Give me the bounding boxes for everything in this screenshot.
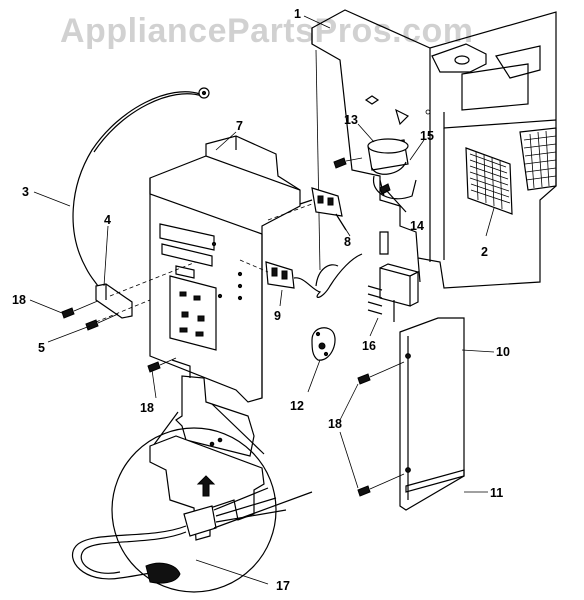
screw-part-5 — [85, 313, 119, 331]
callout-11: 11 — [490, 486, 503, 500]
callout-17: 17 — [276, 579, 290, 593]
screw-left-of-capacitor — [333, 157, 363, 169]
screw-part-18-cover-bottom — [357, 473, 405, 497]
capacitor-part-13 — [367, 138, 409, 175]
callout-4: 4 — [104, 213, 111, 227]
switch-part-9 — [265, 253, 363, 298]
callout-18-bottom: 18 — [140, 401, 154, 415]
power-cord-part-17 — [71, 487, 313, 585]
ground-wire-part-3 — [72, 87, 210, 291]
watermark: AppliancePartsPros.com — [60, 12, 474, 50]
callout-labels: 1 2 3 4 5 7 8 9 10 11 12 13 14 15 16 17 … — [12, 7, 510, 593]
callout-18-cover: 18 — [328, 417, 342, 431]
assembly-guide-lines — [95, 203, 313, 323]
callout-9: 9 — [274, 309, 281, 323]
screw-part-14 — [379, 183, 407, 213]
callout-13: 13 — [344, 113, 358, 127]
callout-12: 12 — [290, 399, 304, 413]
callout-8: 8 — [344, 235, 351, 249]
callout-7: 7 — [236, 119, 243, 133]
gasket-part-11 — [405, 469, 465, 493]
screw-part-18-bottom — [147, 357, 177, 373]
screen-panel-part-2 — [465, 147, 513, 237]
detail-callout-bubble — [71, 375, 313, 593]
callout-10: 10 — [496, 345, 510, 359]
cam-part-12 — [307, 327, 336, 393]
grille-mesh — [519, 127, 557, 191]
side-cover-part-10 — [399, 317, 465, 511]
callout-14: 14 — [410, 219, 424, 233]
rear-housing-part-1 — [311, 9, 557, 289]
screw-part-18-left — [61, 299, 101, 319]
callout-15: 15 — [420, 129, 434, 143]
control-box-part-7 — [149, 135, 301, 403]
callout-3: 3 — [22, 185, 29, 199]
bracket-part-4 — [95, 283, 133, 319]
callout-16: 16 — [362, 339, 376, 353]
callout-5: 5 — [38, 341, 45, 355]
callout-1: 1 — [294, 7, 301, 21]
switch-panel — [169, 275, 217, 351]
terminal-block-part-16 — [367, 263, 420, 322]
screw-part-18-cover-top — [357, 361, 405, 385]
leader-lines — [29, 15, 495, 493]
relay-part-8 — [299, 187, 347, 231]
callout-2: 2 — [481, 245, 488, 259]
callout-18-left: 18 — [12, 293, 26, 307]
